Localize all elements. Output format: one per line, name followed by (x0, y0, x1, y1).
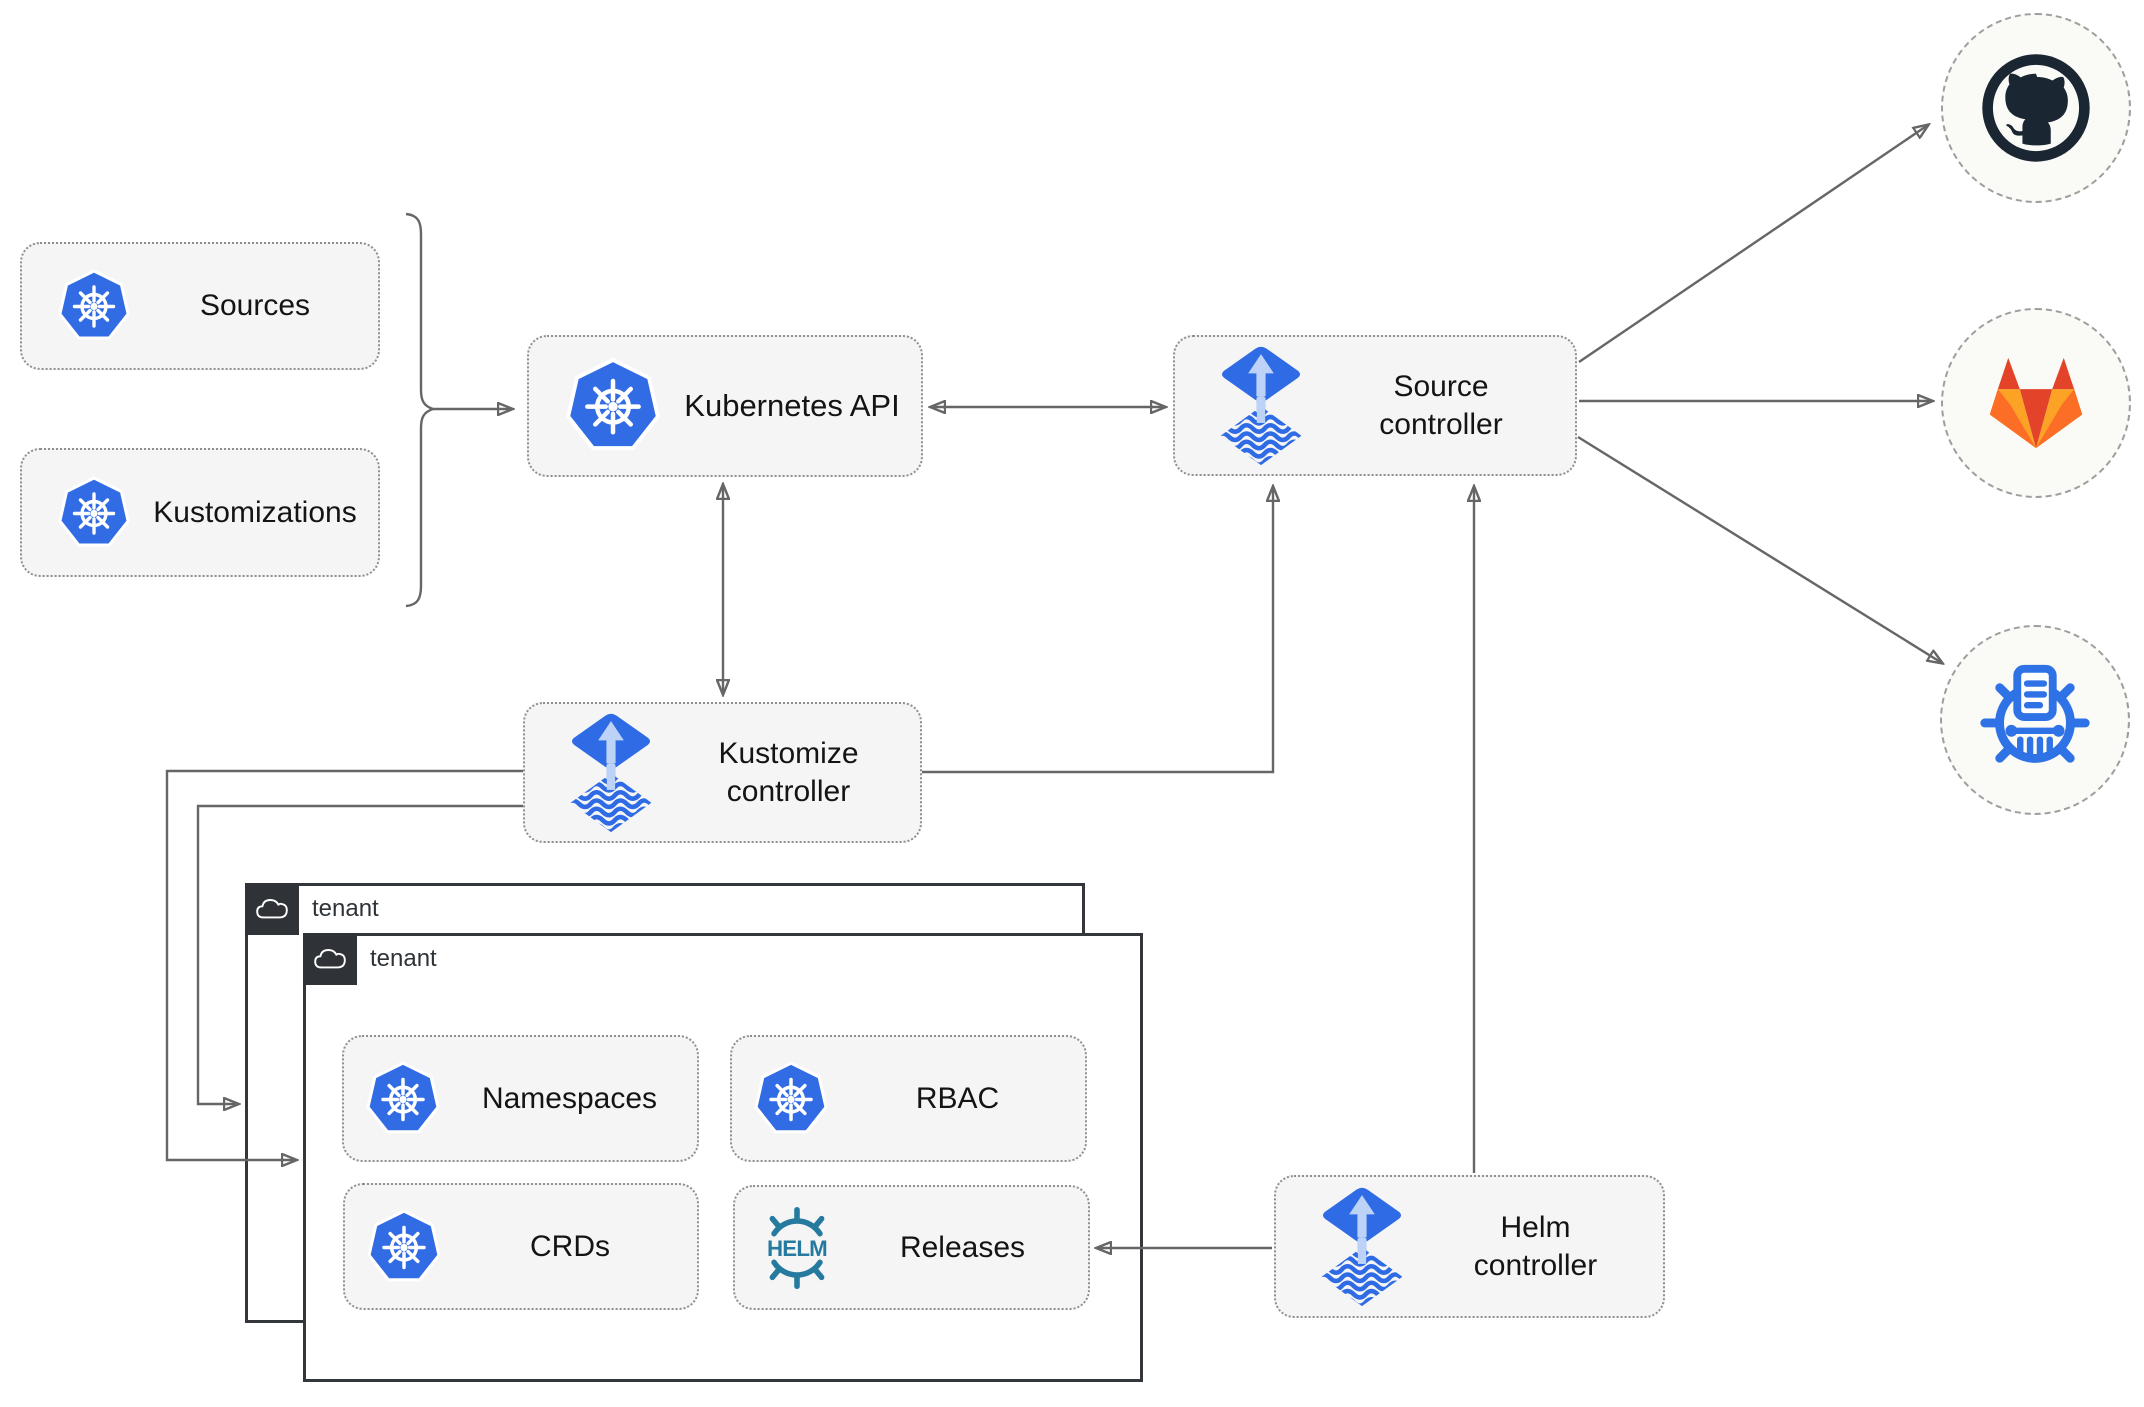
node-namespaces: Namespaces (342, 1035, 699, 1162)
kubernetes-icon (56, 268, 132, 344)
node-kustomize-controller: Kustomize controller (523, 702, 922, 843)
node-sources-label: Sources (199, 289, 311, 323)
chartmuseum-icon (1971, 656, 2099, 784)
external-helm-repository (1940, 625, 2130, 815)
tenant-front-label: tenant (370, 945, 437, 972)
kubernetes-icon (752, 1060, 830, 1138)
brace-sources-group (405, 212, 437, 608)
node-releases-label: Releases (899, 1230, 1026, 1264)
node-helm-controller-label: Helm controller (1473, 1211, 1598, 1282)
node-kubernetes-api: Kubernetes API (527, 335, 923, 477)
github-icon (1977, 49, 2095, 167)
kubernetes-icon (56, 475, 132, 551)
node-crds: CRDs (343, 1183, 699, 1310)
tenant-back-header (245, 883, 299, 935)
helm-icon (757, 1205, 837, 1291)
node-source-controller: Source controller (1173, 335, 1577, 476)
node-sources: Sources (20, 242, 380, 370)
node-kustomizations-label: Kustomizations (153, 495, 357, 529)
node-releases: Releases (733, 1185, 1090, 1310)
node-rbac-label: RBAC (915, 1081, 1000, 1115)
node-kubernetes-api-label: Kubernetes API (684, 387, 900, 423)
node-helm-controller: Helm controller (1274, 1175, 1665, 1318)
flux-icon (565, 711, 657, 834)
kubernetes-icon (563, 356, 663, 456)
node-source-controller-label: Source controller (1379, 370, 1503, 441)
cloud-icon (312, 945, 348, 973)
gitlab-icon (1978, 351, 2094, 455)
node-rbac: RBAC (730, 1035, 1087, 1162)
connector-kustomize-to-source (922, 487, 1273, 774)
node-crds-label: CRDs (530, 1229, 610, 1263)
node-kustomizations: Kustomizations (20, 448, 380, 577)
tenant-front-header (303, 933, 357, 985)
node-kustomize-controller-label: Kustomize controller (718, 737, 859, 808)
tenant-back-label: tenant (312, 895, 379, 922)
external-gitlab (1941, 308, 2131, 498)
connector-source-to-helm-repository (1577, 435, 1942, 663)
node-namespaces-label: Namespaces (481, 1081, 658, 1115)
connector-source-to-github (1578, 125, 1928, 363)
flux-icon (1215, 344, 1307, 467)
kubernetes-icon (364, 1060, 442, 1138)
external-github (1941, 13, 2131, 203)
cloud-icon (254, 895, 290, 923)
flux-icon (1316, 1185, 1408, 1308)
kubernetes-icon (365, 1208, 443, 1286)
